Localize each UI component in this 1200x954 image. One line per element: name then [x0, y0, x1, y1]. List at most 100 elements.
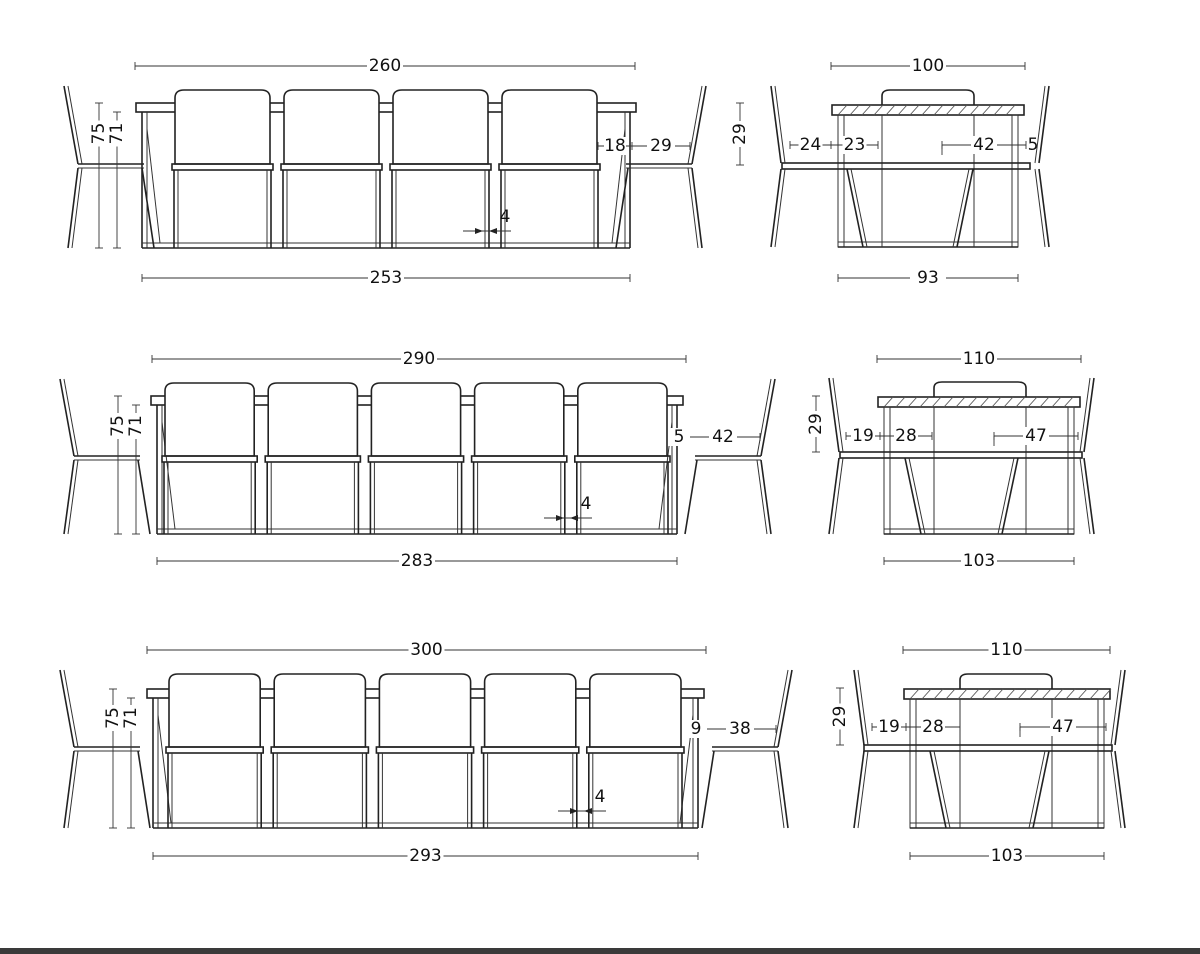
- top-height-dimension: 71: [126, 404, 146, 535]
- label-gap: [726, 720, 754, 738]
- chair-seat: [171, 163, 274, 171]
- section-hatch: [1005, 104, 1016, 116]
- left-offset-label: 24: [800, 135, 822, 155]
- section-hatch: [861, 104, 872, 116]
- end-inset-label: 9: [691, 719, 702, 739]
- arrow: [570, 515, 578, 521]
- section-hatch: [957, 104, 968, 116]
- right-inset-label: 5: [1028, 135, 1039, 155]
- chair-seat: [480, 746, 580, 754]
- end-chair-right: [59, 669, 151, 829]
- end-chair-left: [701, 669, 793, 829]
- chair-leg: [770, 168, 782, 248]
- chair-leg: [1034, 168, 1046, 248]
- arrow: [556, 515, 564, 521]
- chair-seat: [161, 455, 258, 463]
- section-hatch: [967, 396, 978, 408]
- bottom-rule: [0, 948, 1200, 954]
- overall-width-dimension-label: 110: [990, 640, 1022, 660]
- label-gap: [401, 350, 437, 368]
- chair-seat: [585, 746, 685, 754]
- chair-back-post: [832, 377, 844, 453]
- chair-leg: [828, 457, 840, 535]
- overall-length-dimension: 260: [134, 56, 636, 76]
- right-offset-label: 42: [973, 135, 995, 155]
- overall-width-dimension-label: 100: [912, 56, 944, 76]
- top-height-dimension: 71: [121, 697, 141, 829]
- section-hatch: [981, 688, 992, 700]
- overall-width-dimension: 110: [902, 640, 1111, 660]
- section-hatch: [981, 104, 992, 116]
- section-hatch: [1015, 396, 1026, 408]
- chair-leg-back: [691, 167, 703, 249]
- section-hatch: [931, 396, 942, 408]
- overall-length-dimension: 290: [151, 349, 687, 369]
- overall-width-dimension: 100: [830, 56, 1026, 76]
- chair-back-post: [1110, 669, 1122, 746]
- chair-leg-back: [63, 750, 75, 829]
- section-hatch: [969, 688, 980, 700]
- chair-backrest: [378, 673, 472, 748]
- chair-back-post: [1079, 377, 1091, 453]
- chair-back-view: [165, 673, 264, 828]
- section-hatch: [1027, 396, 1038, 408]
- chair-seat: [280, 163, 383, 171]
- section-hatch: [979, 396, 990, 408]
- section-hatch: [873, 104, 884, 116]
- chair-seat-band: [781, 162, 1031, 170]
- chair-leg-back: [71, 167, 83, 249]
- chair-seat: [573, 455, 671, 463]
- end-offset-label: 42: [712, 427, 734, 447]
- chair-gap-label: 4: [595, 787, 606, 807]
- chair-leg-back: [687, 167, 699, 249]
- chair-backrest: [370, 382, 462, 457]
- left-offset-label: 19: [878, 717, 900, 737]
- height-dimension: 75: [103, 688, 123, 829]
- chair-backrest: [589, 673, 682, 748]
- chair-back-post: [1114, 669, 1126, 746]
- chair-leg-back: [67, 750, 79, 829]
- label-gap: [1023, 427, 1049, 445]
- end-inset-label: 18: [604, 136, 626, 156]
- chair-back-view: [264, 382, 362, 534]
- right-offset-dimensions: 47: [993, 426, 1079, 446]
- height-dimension-label: 75: [89, 123, 109, 145]
- section-hatch: [1029, 688, 1040, 700]
- chair-seat: [470, 455, 568, 463]
- chair-back-post: [1083, 377, 1095, 453]
- label-gap: [123, 705, 139, 731]
- chair-leg: [832, 457, 844, 535]
- chair-back-view: [270, 673, 370, 828]
- chair-backrest: [577, 382, 668, 457]
- overall-length-dimension-label: 260: [369, 56, 401, 76]
- chair-back-post: [691, 85, 707, 165]
- chair-seat: [264, 455, 362, 463]
- section-hatch: [837, 104, 848, 116]
- label-gap: [798, 136, 823, 154]
- section-hatch: [957, 688, 968, 700]
- chair-back-post: [756, 378, 772, 457]
- chair-back-view: [367, 382, 465, 534]
- table-length-dimension: 253: [141, 268, 631, 288]
- section-hatch: [1077, 688, 1088, 700]
- chair-leg: [850, 168, 868, 248]
- chair-seat: [375, 746, 475, 754]
- label-gap: [128, 413, 144, 439]
- section-hatch: [1089, 688, 1100, 700]
- label-gap: [91, 120, 107, 147]
- chair-leg-front: [701, 750, 715, 829]
- top-thickness-dimension: 29: [806, 395, 826, 453]
- chair-leg: [952, 168, 970, 248]
- label-gap: [368, 269, 404, 287]
- section-hatch: [945, 688, 956, 700]
- section-hatch: [1005, 688, 1016, 700]
- chair-back-view: [161, 382, 258, 534]
- chair-leg: [774, 168, 786, 248]
- table-top-section: [903, 688, 1111, 700]
- chair-leg: [1083, 457, 1095, 535]
- label-gap: [842, 136, 867, 154]
- section-hatch: [1051, 396, 1062, 408]
- table-width-dimension: 103: [883, 551, 1075, 571]
